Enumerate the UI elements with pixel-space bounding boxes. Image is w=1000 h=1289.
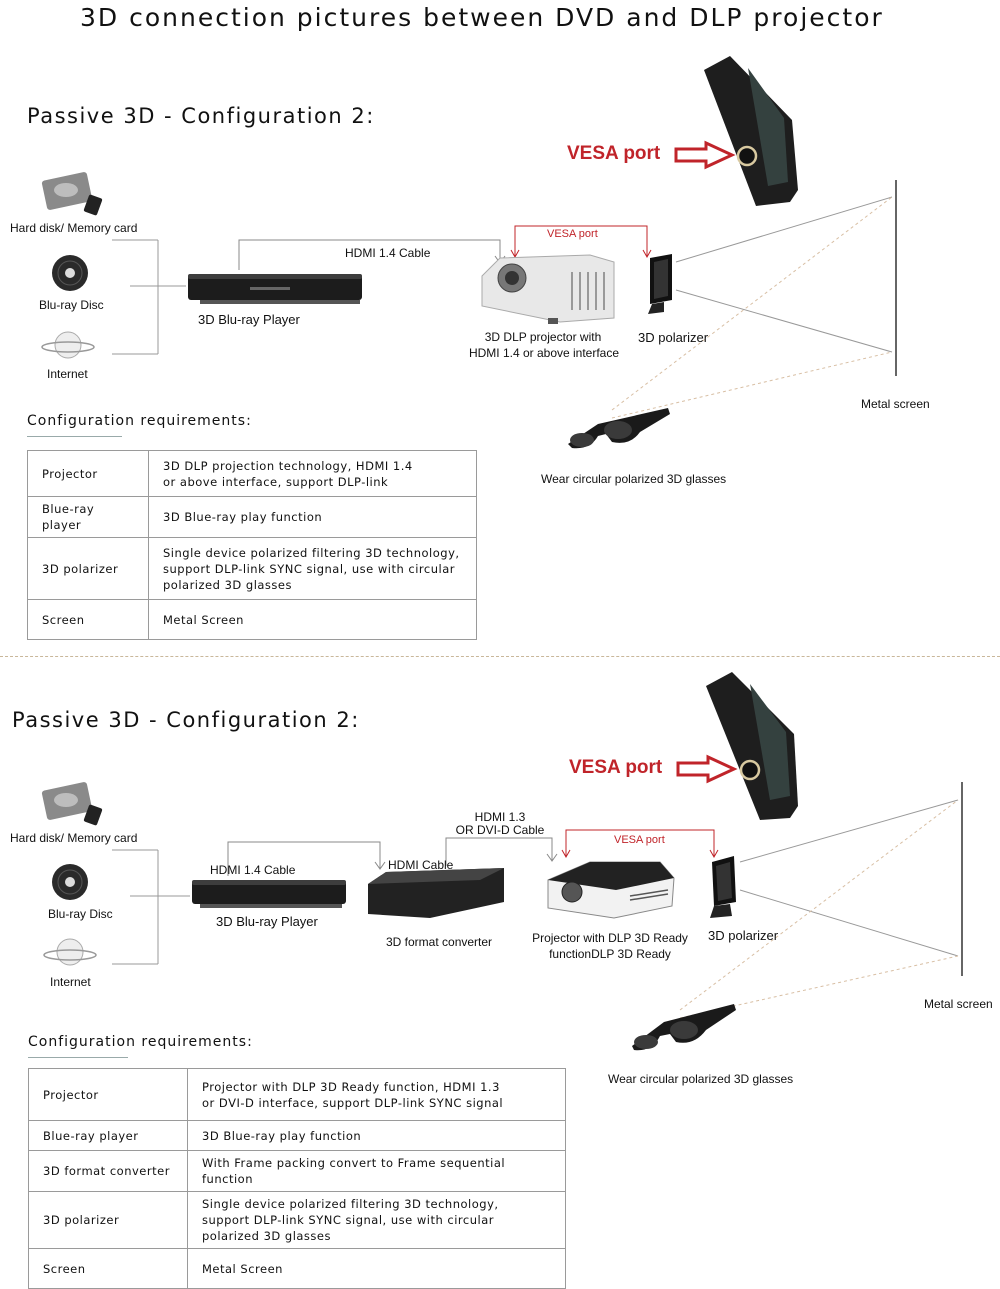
requirement-item: 3D polarizer — [27, 537, 149, 600]
requirement-detail: Metal Screen — [187, 1248, 566, 1289]
vesa-device-icon — [704, 56, 798, 206]
projector-label-line1: Projector with DLP 3D Ready — [532, 931, 688, 945]
table-row: Screen Metal Screen — [27, 599, 477, 640]
dvi-d-cable-label: OR DVI-D Cable — [455, 823, 545, 837]
requirement-item: Projector — [28, 1068, 188, 1121]
requirements-table: Projector Projector with DLP 3D Ready fu… — [28, 1068, 566, 1289]
source-bluray-disc-label: Blu-ray Disc — [48, 907, 113, 921]
hdmi-cable-label: HDMI 1.4 Cable — [345, 246, 431, 260]
hdmi-14-cable-label: HDMI 1.4 Cable — [210, 863, 296, 877]
source-internet-label: Internet — [50, 975, 91, 989]
section-divider — [0, 656, 1000, 657]
projector-label-line2: HDMI 1.4 or above interface — [468, 346, 620, 360]
vesa-device-icon — [706, 672, 798, 820]
requirement-detail: Projector with DLP 3D Ready function, HD… — [187, 1068, 566, 1121]
polarizer-icon — [648, 254, 672, 314]
requirement-detail: Single device polarized filtering 3D tec… — [148, 537, 477, 600]
dlp-projector-icon — [547, 861, 675, 919]
polarizer-label: 3D polarizer — [638, 330, 709, 345]
source-hard-disk-label: Hard disk/ Memory card — [10, 831, 138, 845]
metal-screen-label: Metal screen — [861, 397, 930, 411]
section2-heading: Passive 3D - Configuration 2: — [12, 708, 360, 732]
requirement-item: Screen — [27, 599, 149, 640]
section1-diagram — [41, 56, 897, 449]
internet-globe-icon — [43, 938, 97, 966]
requirements-title: Configuration requirements: — [27, 413, 252, 429]
format-converter-label: 3D format converter — [386, 935, 493, 949]
polarizer-icon — [710, 856, 736, 918]
bluray-disc-icon — [52, 864, 88, 900]
projector-label-line2: functionDLP 3D Ready — [549, 947, 671, 961]
requirement-item: Blue-ray player — [28, 1120, 188, 1151]
table-row: 3D polarizer Single device polarized fil… — [28, 1191, 566, 1249]
vesa-port-callout: VESA port — [567, 143, 661, 164]
requirement-detail: Single device polarized filtering 3D tec… — [187, 1191, 566, 1249]
glasses-label: Wear circular polarized 3D glasses — [608, 1072, 794, 1086]
requirements-underline — [27, 436, 122, 437]
requirement-item: Blue-ray player — [27, 496, 149, 538]
hard-disk-icon — [41, 782, 93, 820]
metal-screen-label: Metal screen — [924, 997, 993, 1011]
format-converter-icon — [368, 868, 504, 918]
requirements-title: Configuration requirements: — [28, 1034, 253, 1050]
polarizer-label: 3D polarizer — [708, 928, 779, 943]
requirement-item: Screen — [28, 1248, 188, 1289]
table-row: Projector Projector with DLP 3D Ready fu… — [28, 1068, 566, 1121]
bluray-player-icon — [192, 880, 346, 908]
memory-card-icon — [83, 804, 103, 826]
bluray-player-label: 3D Blu-ray Player — [216, 914, 318, 929]
requirements-underline — [28, 1057, 128, 1058]
hard-disk-icon — [41, 172, 93, 210]
requirement-item: 3D polarizer — [28, 1191, 188, 1249]
requirement-detail: Metal Screen — [148, 599, 477, 640]
bluray-player-label: 3D Blu-ray Player — [198, 312, 300, 327]
hdmi-cable-label: HDMI Cable — [388, 858, 454, 872]
projector-label-line1: 3D DLP projector with — [484, 330, 602, 344]
table-row: 3D format converter With Frame packing c… — [28, 1150, 566, 1192]
table-row: Screen Metal Screen — [28, 1248, 566, 1289]
source-bluray-disc-label: Blu-ray Disc — [39, 298, 104, 312]
page-title: 3D connection pictures between DVD and D… — [80, 3, 884, 32]
table-row: Blue-ray player 3D Blue-ray play functio… — [28, 1120, 566, 1151]
bluray-player-icon — [188, 274, 362, 304]
section1-heading: Passive 3D - Configuration 2: — [27, 104, 375, 128]
arrow-right-icon — [676, 754, 738, 784]
arrow-right-icon — [674, 140, 736, 170]
dlp-projector-icon — [481, 254, 615, 324]
internet-globe-icon — [41, 331, 95, 359]
polarized-glasses-icon — [568, 408, 670, 449]
table-row: Blue-ray player 3D Blue-ray play functio… — [27, 496, 477, 538]
vesa-port-label: VESA port — [547, 228, 598, 240]
polarized-glasses-icon — [632, 1004, 736, 1051]
requirement-item: Projector — [27, 450, 149, 497]
requirement-detail: 3D Blue-ray play function — [187, 1120, 566, 1151]
table-row: Projector 3D DLP projection technology, … — [27, 450, 477, 497]
bluray-disc-icon — [52, 255, 88, 291]
requirement-detail: 3D Blue-ray play function — [148, 496, 477, 538]
source-internet-label: Internet — [47, 367, 88, 381]
glasses-label: Wear circular polarized 3D glasses — [541, 472, 727, 486]
requirements-table: Projector 3D DLP projection technology, … — [27, 450, 477, 640]
vesa-port-callout: VESA port — [569, 757, 663, 778]
table-row: 3D polarizer Single device polarized fil… — [27, 537, 477, 600]
source-hard-disk-label: Hard disk/ Memory card — [10, 221, 138, 235]
vesa-port-label: VESA port — [614, 834, 665, 846]
requirement-item: 3D format converter — [28, 1150, 188, 1192]
memory-card-icon — [83, 194, 103, 216]
hdmi-13-label: HDMI 1.3 — [474, 810, 526, 824]
requirement-detail: With Frame packing convert to Frame sequ… — [187, 1150, 566, 1192]
